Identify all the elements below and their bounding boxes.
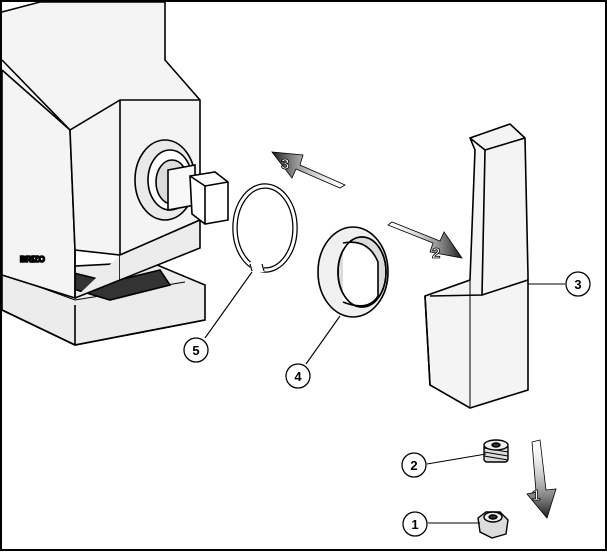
step-label-3: 3 bbox=[281, 156, 289, 173]
callout-label-3: 3 bbox=[574, 277, 581, 292]
step-arrow-1: 1 bbox=[526, 439, 557, 519]
step-label-1: 1 bbox=[532, 487, 540, 504]
callout-label-5: 5 bbox=[192, 343, 199, 358]
bushing-part-4 bbox=[317, 226, 389, 318]
callout-1: 1 bbox=[402, 511, 428, 537]
callout-5: 5 bbox=[183, 337, 209, 363]
faucet-body: BRIZO bbox=[1, 1, 229, 346]
step-label-2: 2 bbox=[432, 245, 440, 262]
snap-ring-part-5 bbox=[232, 183, 298, 273]
callout-3: 3 bbox=[565, 271, 591, 297]
callout-2: 2 bbox=[401, 452, 427, 478]
step-arrow-3: 3 bbox=[271, 151, 346, 189]
leader-lines bbox=[204, 271, 565, 524]
lever-handle-part-3 bbox=[424, 123, 529, 409]
callout-4: 4 bbox=[285, 363, 311, 389]
cap-part-1 bbox=[477, 511, 509, 539]
callout-label-2: 2 bbox=[410, 458, 417, 473]
callout-label-1: 1 bbox=[411, 517, 418, 532]
brand-mark: BRIZO bbox=[20, 255, 45, 264]
step-arrow-2: 2 bbox=[387, 221, 463, 262]
set-screw-part-2 bbox=[483, 439, 509, 463]
callout-label-4: 4 bbox=[294, 369, 302, 384]
